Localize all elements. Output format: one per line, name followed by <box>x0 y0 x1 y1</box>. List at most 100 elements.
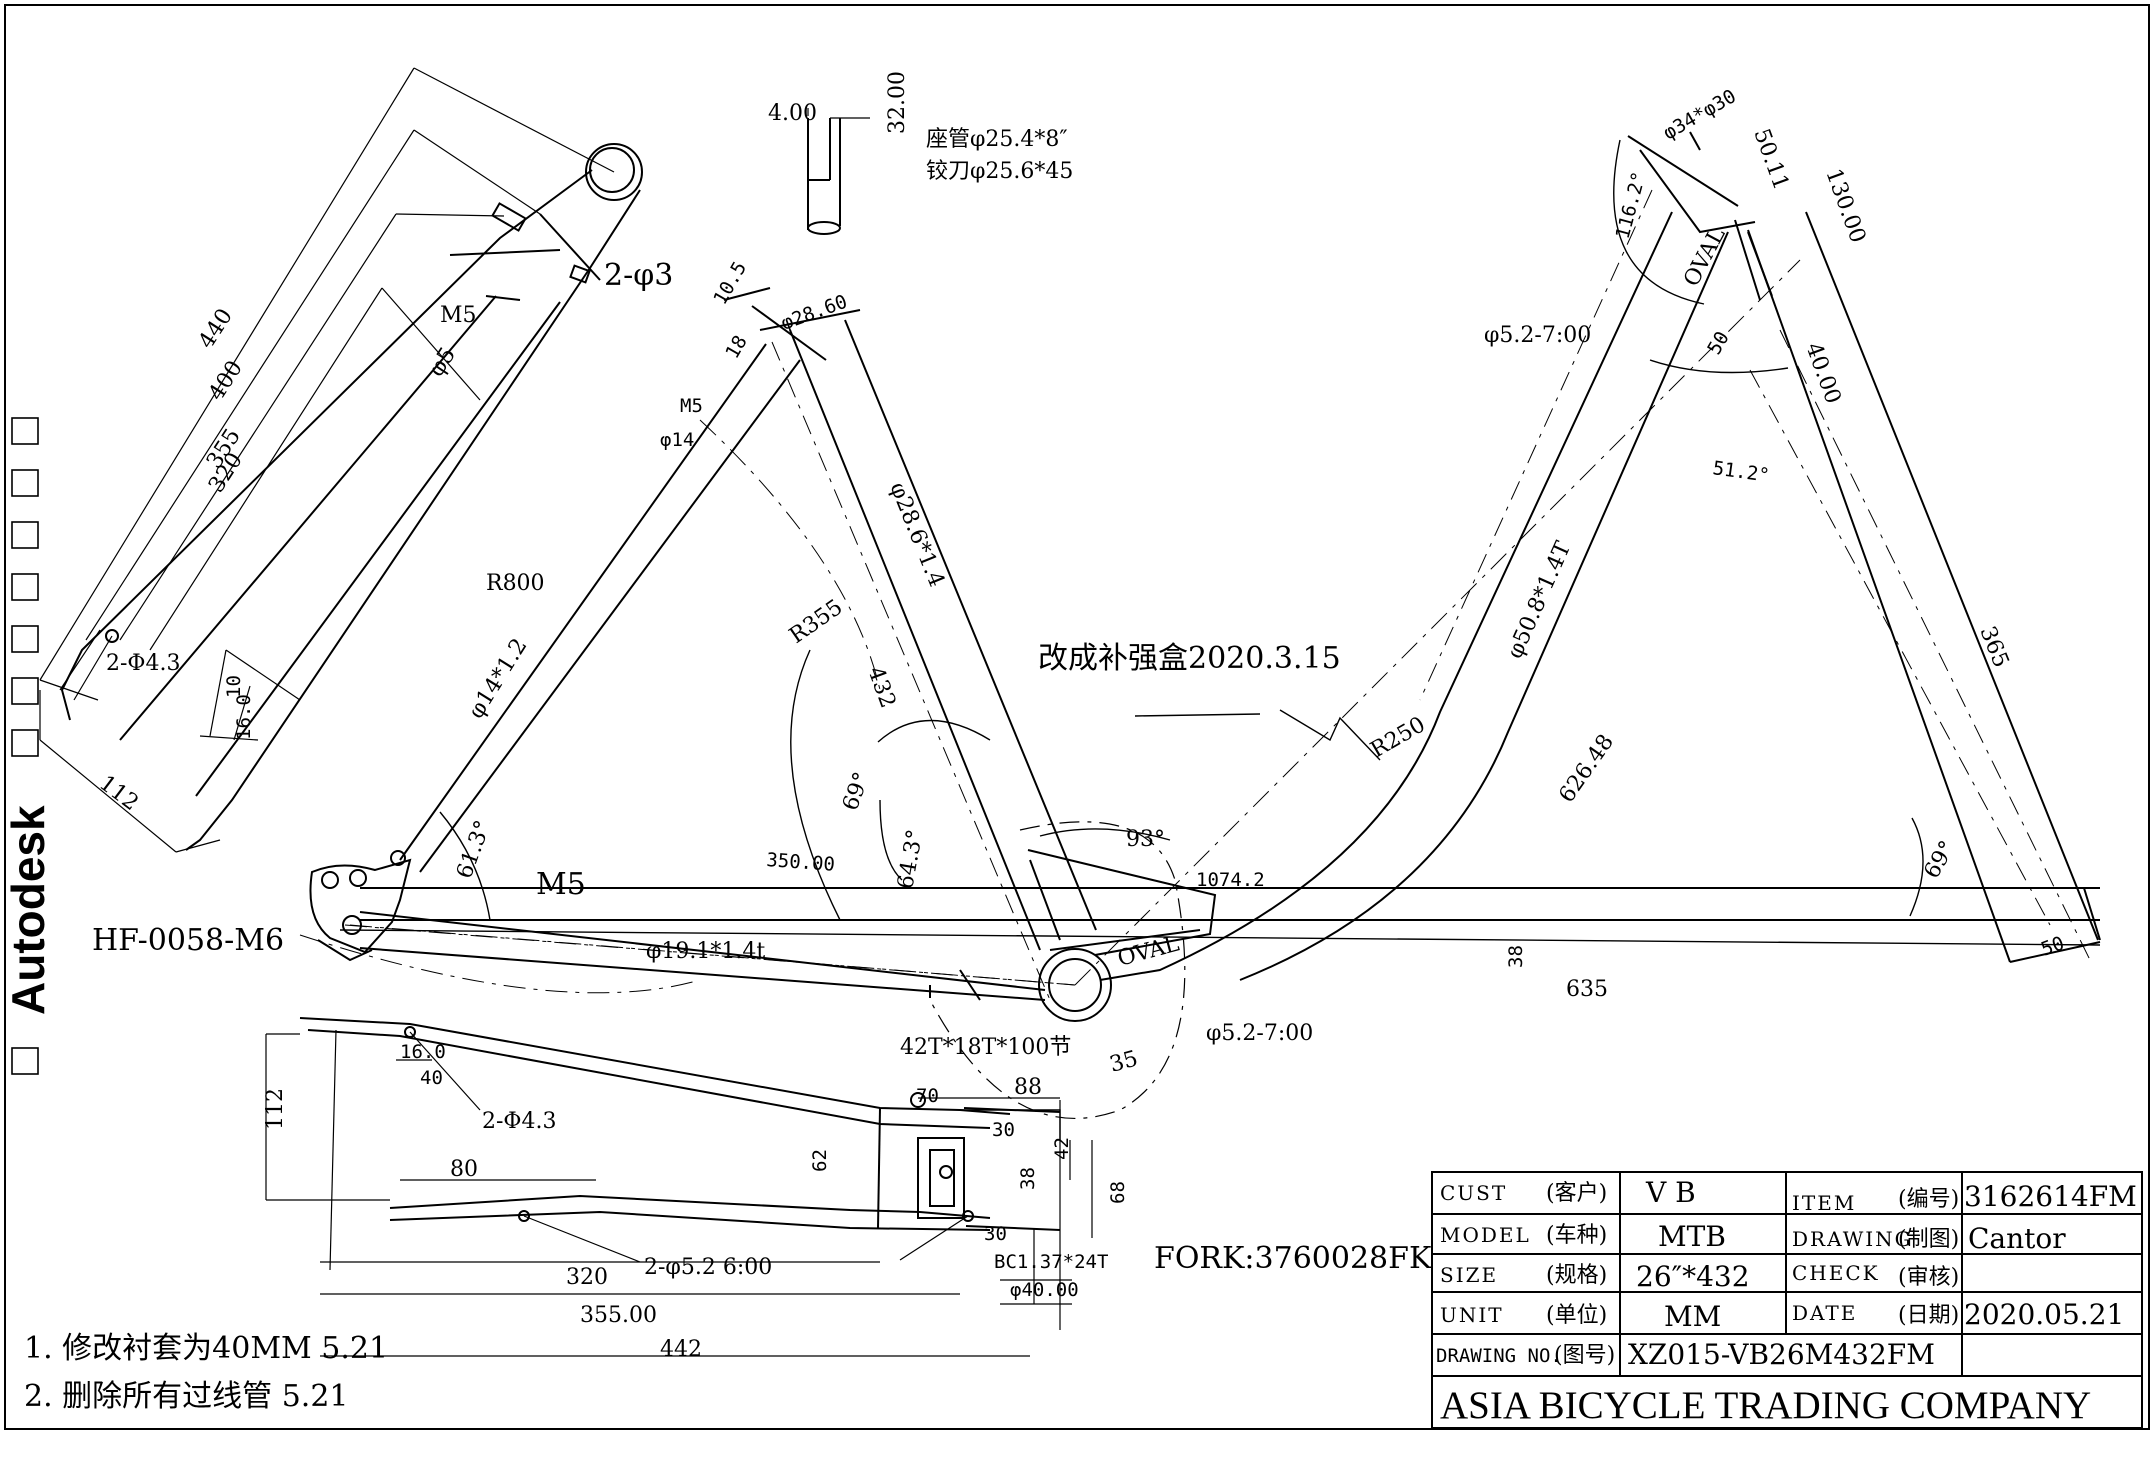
marker-box <box>11 729 39 757</box>
label-35: 35 <box>1107 1046 1141 1077</box>
tb-cust-value: V B <box>1645 1176 1696 1209</box>
tb-size-label: SIZE <box>1440 1263 1498 1287</box>
seat-stay <box>399 287 827 873</box>
label-38: 38 <box>1505 945 1527 968</box>
label-cs-42: 42 <box>1051 1137 1073 1160</box>
bottom-bracket <box>1027 849 1217 1022</box>
tb-unit-label: UNIT <box>1440 1303 1504 1327</box>
note-1: 1. 修改衬套为40MM 5.21 <box>24 1331 388 1366</box>
seatstay-detail <box>39 67 643 853</box>
label-cs-40: 40 <box>420 1067 443 1089</box>
label-cs-30a: 30 <box>992 1119 1015 1141</box>
tb-date-cn: (日期) <box>1898 1303 1959 1328</box>
label-cs-62: 62 <box>809 1149 831 1172</box>
label-cs-bc: BC1.37*24T <box>994 1251 1108 1273</box>
label-1074: 1074.2 <box>1196 869 1265 891</box>
label-10-5: 10.5 <box>709 258 751 309</box>
tb-unit-cn: (单位) <box>1546 1303 1607 1328</box>
dropout-part-number: HF-0058-M6 <box>92 923 284 958</box>
marker-box <box>11 625 39 653</box>
label-2phi3: 2-φ3 <box>604 258 673 293</box>
label-cs-355: 355.00 <box>580 1303 657 1328</box>
marker-box <box>11 417 39 445</box>
tb-check-label: CHECK <box>1792 1261 1880 1285</box>
tb-size-cn: (规格) <box>1546 1263 1607 1288</box>
tb-model-value: MTB <box>1658 1220 1726 1253</box>
tb-cust-label: CUST <box>1440 1181 1507 1205</box>
tb-model-label: MODEL <box>1440 1223 1531 1247</box>
label-seat-insert-a: 4.00 <box>768 101 817 126</box>
seat-tube-insert <box>807 108 870 235</box>
label-cs-112: 112 <box>263 1088 288 1130</box>
fork <box>1747 211 2101 963</box>
marker-box <box>11 677 39 705</box>
title-block <box>1431 1171 2143 1429</box>
tb-size-value: 26″*432 <box>1636 1260 1750 1293</box>
tb-drawing-no-value: XZ015-VB26M432FM <box>1628 1338 1935 1371</box>
revision-note: 改成补强盒2020.3.15 <box>1038 641 1341 676</box>
tb-drawing-no-label: DRAWING NO. <box>1436 1345 1562 1367</box>
marker-box <box>11 573 39 601</box>
label-phi52-ht: φ5.2-7:00 <box>1484 323 1591 348</box>
label-cs-2phi52: 2-φ5.2 6:00 <box>644 1255 772 1280</box>
tb-item-cn: (编号) <box>1898 1187 1959 1212</box>
label-seat-insert-b: 32.00 <box>885 71 910 134</box>
label-130: 130.00 <box>1820 166 1870 247</box>
label-phi14: φ14 <box>660 429 694 451</box>
label-cs-80: 80 <box>450 1157 478 1182</box>
fork-part-number: FORK:3760028FK <box>1154 1241 1432 1276</box>
dim-seatstay-440: 440 <box>194 304 238 353</box>
label-cs-38: 38 <box>1017 1167 1039 1190</box>
tb-item-value: 3162614FM <box>1964 1180 2137 1213</box>
label-r355: R355 <box>785 595 847 649</box>
dim-stay-10: 10 <box>223 675 245 698</box>
labels: 440 400 355 320 112 M5 φ5 2-φ3 2-Φ4.3 10… <box>24 71 2137 1427</box>
label-50-11: 50.11 <box>1748 126 1793 194</box>
rear-dropout <box>309 850 412 962</box>
frame-geometry <box>299 131 2101 1119</box>
label-angle-613: 61.3° <box>452 817 496 882</box>
marker-box <box>11 469 39 497</box>
seat-tube <box>759 309 1097 1001</box>
label-cs-16: 16.0 <box>400 1041 446 1063</box>
label-635: 635 <box>1566 977 1608 1002</box>
label-chain: 42T*18T*100节 <box>900 1035 1071 1060</box>
chainstay-detail <box>265 1017 1093 1357</box>
label-angle-69a: 69° <box>838 769 875 814</box>
label-2phi43-stay: 2-Φ4.3 <box>106 651 180 676</box>
label-chainstay-tube: φ19.1*1.4t <box>646 939 765 964</box>
label-angle-93: 93° <box>1126 827 1165 852</box>
label-phi28-60: φ28.60 <box>778 291 850 335</box>
chainstay-main <box>359 911 1046 1001</box>
label-phi14-12: φ14*1.2 <box>464 634 533 723</box>
down-tube <box>1099 189 1729 981</box>
label-angle-643: 64.3° <box>893 828 928 891</box>
note-2: 2. 删除所有过线管 5.21 <box>24 1379 349 1414</box>
side-markers <box>11 417 39 1075</box>
label-oval-ht: OVAL <box>1679 224 1731 291</box>
angle-arcs <box>439 139 1924 921</box>
tb-model-cn: (车种) <box>1546 1223 1607 1248</box>
dim-seatstay-112: 112 <box>94 771 143 816</box>
label-cs-30b: 30 <box>984 1223 1007 1245</box>
label-cs-70: 70 <box>916 1085 939 1107</box>
label-r800: R800 <box>486 571 545 596</box>
tb-drawing-cn: (制图) <box>1898 1227 1959 1252</box>
tb-unit-value: MM <box>1664 1300 1721 1333</box>
seatstay-eye <box>585 143 643 201</box>
tb-cust-cn: (客户) <box>1546 1181 1607 1206</box>
tb-check-cn: (审核) <box>1898 1265 1959 1290</box>
label-cs-88: 88 <box>1014 1075 1042 1100</box>
marker-box <box>11 521 39 549</box>
dim-stay-16: 16.0 <box>233 694 255 740</box>
tb-company: ASIA BICYCLE TRADING COMPANY <box>1440 1384 2091 1427</box>
sheet-border <box>4 4 2150 1430</box>
center-lines <box>299 259 1801 994</box>
label-cs-320: 320 <box>566 1265 608 1290</box>
label-18: 18 <box>721 332 751 363</box>
label-626: 626.48 <box>1554 730 1619 807</box>
label-cs-2phi43: 2-Φ4.3 <box>482 1109 556 1134</box>
label-m5-c: M5 <box>536 867 586 902</box>
label-phi34: φ34*φ30 <box>1660 85 1740 144</box>
